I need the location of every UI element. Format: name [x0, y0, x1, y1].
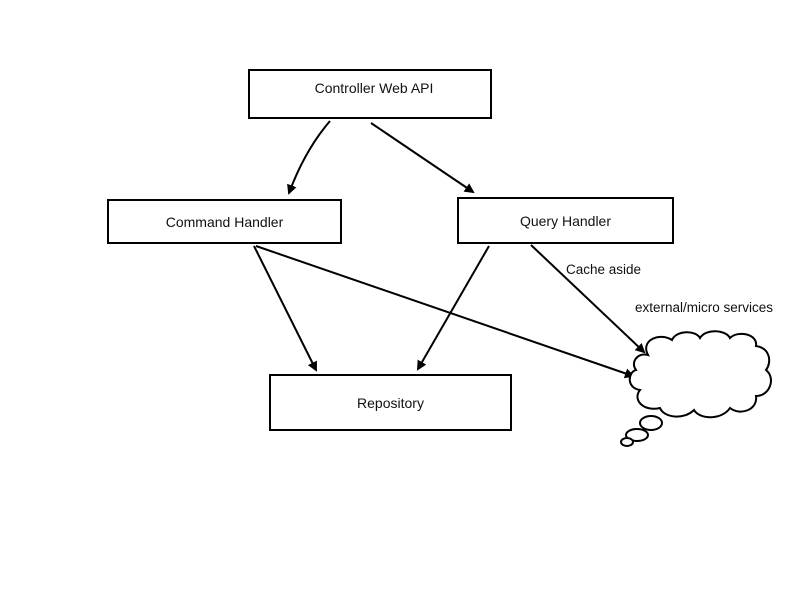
edge-query-to-external — [530, 244, 646, 354]
cloud-icon — [620, 330, 772, 447]
command-handler-label: Command Handler — [165, 213, 284, 230]
controller-web-api-node[interactable]: Controller Web API — [248, 69, 492, 119]
cache-aside-label: Cache aside — [566, 262, 642, 277]
edge-command-to-external — [255, 245, 635, 379]
controller-web-api-label: Controller Web API — [314, 80, 434, 96]
repository-label: Repository — [357, 394, 424, 411]
edge-controller-to-query — [370, 122, 475, 194]
external-services-cloud[interactable] — [628, 330, 772, 419]
repository-node[interactable]: Repository — [269, 374, 512, 431]
query-handler-label: Query Handler — [519, 212, 612, 229]
edge-controller-to-command — [287, 120, 331, 195]
query-handler-node[interactable]: Query Handler — [457, 197, 674, 244]
edge-query-to-repository — [417, 245, 490, 371]
command-handler-node[interactable]: Command Handler — [107, 199, 342, 244]
edge-command-to-repository — [253, 245, 317, 372]
external-services-label: external/micro services — [635, 300, 774, 315]
